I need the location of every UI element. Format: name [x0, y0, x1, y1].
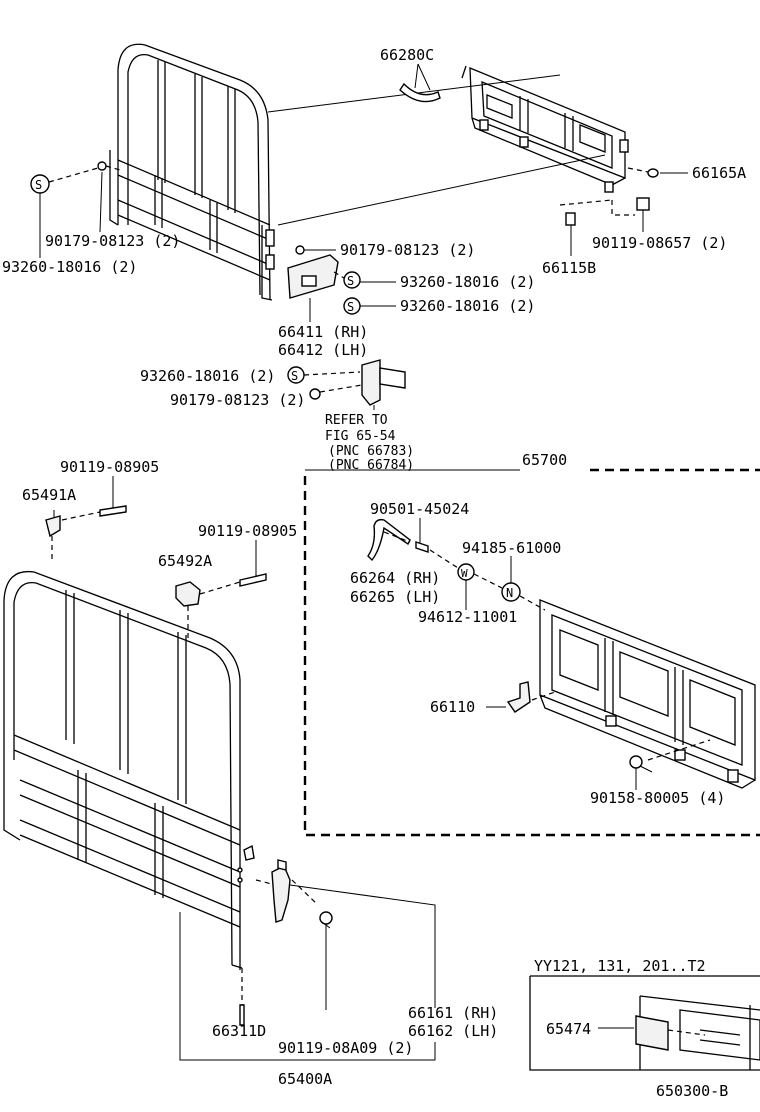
label-65474: 65474	[546, 1020, 591, 1038]
label-94612: 94612-11001	[418, 608, 517, 626]
part-66161-hinge	[255, 859, 436, 1010]
washer-s-symbol-2: S	[347, 274, 354, 288]
inset-title: YY121, 131, 201..T2	[534, 957, 706, 975]
part-66411-bracket	[287, 245, 396, 322]
part-65491a-clip	[45, 476, 127, 560]
label-66264: 66264 (RH)	[350, 569, 440, 587]
washer-s-symbol-4: S	[291, 369, 298, 383]
label-66161: 66161 (RH)	[408, 1004, 498, 1022]
refer-line-1: REFER TO	[325, 413, 388, 428]
lower-side-panel	[3, 570, 255, 970]
part-66110-bracket	[486, 681, 556, 713]
label-90179-top: 90179-08123 (2)	[45, 232, 180, 250]
label-93260-low: 93260-18016 (2)	[140, 367, 275, 385]
box-65700	[303, 468, 760, 837]
label-66110: 66110	[430, 698, 475, 716]
label-90119-08905a: 90119-08905	[60, 458, 159, 476]
label-66311d: 66311D	[212, 1022, 266, 1040]
part-66280c-strap	[399, 63, 441, 103]
label-90119-08657: 90119-08657 (2)	[592, 234, 727, 252]
label-66280c: 66280C	[380, 46, 434, 64]
washer-s-symbol-3: S	[347, 300, 354, 314]
label-93260-mid1: 93260-18016 (2)	[400, 273, 535, 291]
label-90179-low: 90179-08123 (2)	[170, 391, 305, 409]
label-90119-08905b: 90119-08905	[198, 522, 297, 540]
part-66311d-pin	[239, 968, 245, 1026]
label-94185: 94185-61000	[462, 539, 561, 557]
label-93260-top: 93260-18016 (2)	[2, 258, 137, 276]
label-66165a: 66165A	[692, 164, 746, 182]
label-90179-mid: 90179-08123 (2)	[340, 241, 475, 259]
label-90119-08a09: 90119-08A09 (2)	[278, 1039, 413, 1057]
label-65700: 65700	[522, 451, 567, 469]
bracket-65400a	[179, 912, 436, 1061]
label-90501: 90501-45024	[370, 500, 469, 518]
upper-left-fasteners	[30, 161, 121, 258]
label-66162: 66162 (LH)	[408, 1022, 498, 1040]
label-65491a: 65491A	[22, 486, 76, 504]
label-66115b: 66115B	[542, 259, 596, 277]
label-66411: 66411 (RH)	[278, 323, 368, 341]
figure-code: 650300-B	[656, 1082, 728, 1100]
part-90158-bolt	[629, 739, 711, 790]
washer-w-symbol: W	[461, 567, 468, 580]
lower-tailgate-panel	[539, 599, 756, 789]
refer-line-2: FIG 65-54	[325, 429, 396, 444]
part-66264-pin	[367, 518, 546, 611]
label-66412: 66412 (LH)	[278, 341, 368, 359]
label-93260-mid2: 93260-18016 (2)	[400, 297, 535, 315]
label-65492a: 65492A	[158, 552, 212, 570]
inset-box	[529, 975, 760, 1071]
refer-line-3: (PNC 66783)	[328, 444, 414, 459]
part-refer-bracket	[287, 359, 406, 410]
nut-n-symbol: N	[506, 586, 513, 600]
label-65400a: 65400A	[278, 1070, 332, 1088]
label-66265: 66265 (LH)	[350, 588, 440, 606]
label-90158: 90158-80005 (4)	[590, 789, 725, 807]
part-66115b-clip	[559, 197, 650, 256]
upper-front-panel	[109, 43, 606, 301]
upper-tailgate-panel	[461, 65, 629, 193]
washer-s-symbol: S	[35, 178, 42, 192]
refer-line-4: (PNC 66784)	[328, 458, 414, 473]
part-66165a-pin	[627, 167, 688, 178]
part-65492a-block	[175, 540, 267, 640]
